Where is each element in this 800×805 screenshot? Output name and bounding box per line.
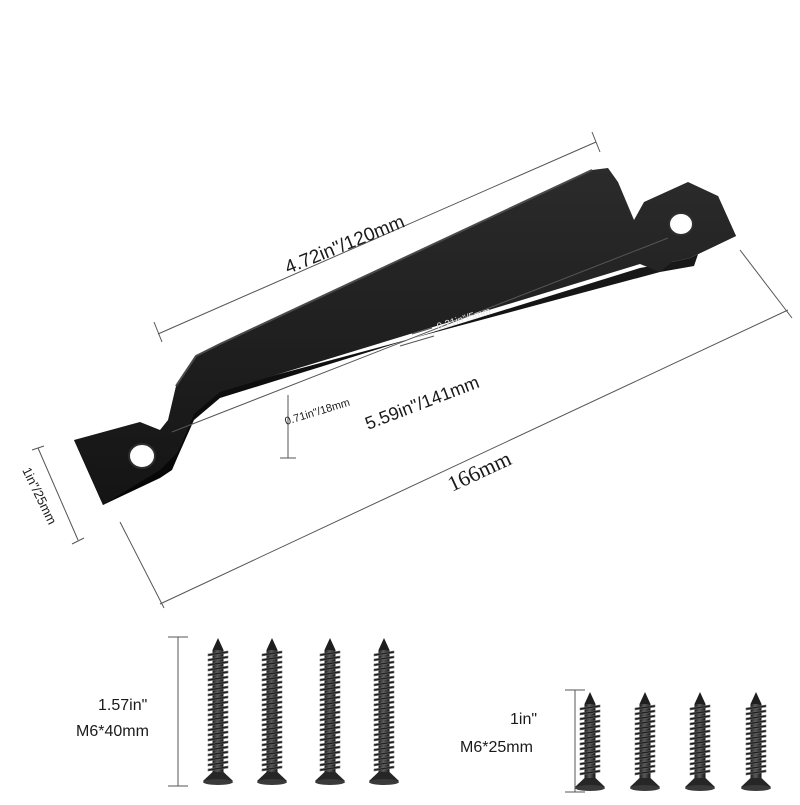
long-screw — [369, 638, 399, 785]
long-screw — [257, 638, 287, 785]
left-mount-hole — [128, 443, 156, 469]
barn-door-handle — [74, 168, 736, 505]
handle-top-face — [74, 168, 736, 505]
dimension-lines — [31, 131, 793, 609]
short-screw — [741, 692, 771, 791]
long-screw-length-label: 1.57in" — [98, 697, 147, 714]
hole-spacing-label: 5.59in"/141mm — [362, 372, 482, 434]
long-screw — [203, 638, 233, 785]
short-screw-length-label: 1in" — [510, 711, 537, 728]
width-label: 1in"/25mm — [19, 465, 60, 527]
long-screws-group: 1.57in" M6*40mm — [76, 636, 399, 787]
total-length-label: 166mm — [444, 445, 516, 496]
long-screw-size-label: M6*40mm — [76, 723, 149, 740]
right-mount-hole — [668, 212, 694, 236]
short-screw — [685, 692, 715, 791]
short-screws-group: 1in" M6*25mm — [460, 689, 771, 793]
height-label: 0.71in"/18mm — [283, 397, 351, 428]
long-screw — [315, 638, 345, 785]
short-screw — [575, 692, 605, 791]
handle-edge-highlight — [175, 169, 593, 387]
short-screw — [630, 692, 660, 791]
short-screw-size-label: M6*25mm — [460, 739, 533, 756]
